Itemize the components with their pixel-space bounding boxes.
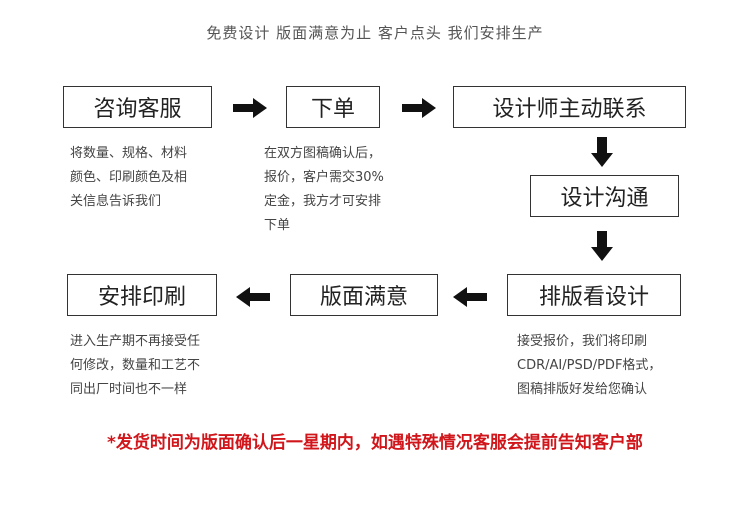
subtitle: 免费设计 版面满意为止 客户点头 我们安排生产 [206, 24, 544, 42]
arrow-left-icon [453, 287, 487, 307]
step-layout-label: 排版看设计 [538, 285, 649, 310]
step-order-box: 下单 [286, 86, 380, 128]
desc-line: 何修改，数量和工艺不 [70, 358, 201, 373]
desc-line: 同出厂时间也不一样 [70, 382, 188, 397]
arrow-down-icon [591, 137, 613, 167]
step-layout-desc: 接受报价，我们将印刷 CDR/AI/PSD/PDF格式， 图稿排版好发给您确认 [517, 330, 661, 402]
step-designer-box: 设计师主动联系 [453, 86, 686, 128]
arrow-right-icon [402, 98, 436, 118]
desc-line: 进入生产期不再接受任 [70, 334, 201, 349]
desc-line: 定金，我方才可安排 [264, 194, 382, 209]
footer-note: *发货时间为版面确认后一星期内，如遇特殊情况客服会提前告知客户部 [107, 433, 643, 453]
step-print-desc: 进入生产期不再接受任 何修改，数量和工艺不 同出厂时间也不一样 [70, 330, 200, 402]
desc-line: 报价，客户需交30% [264, 170, 384, 185]
step-satisfied-box: 版面满意 [290, 274, 438, 316]
step-order-desc: 在双方图稿确认后， 报价，客户需交30% 定金，我方才可安排 下单 [264, 142, 384, 238]
arrow-left-icon [236, 287, 270, 307]
arrow-right-icon [233, 98, 267, 118]
desc-line: 图稿排版好发给您确认 [517, 382, 648, 397]
step-layout-box: 排版看设计 [507, 274, 681, 316]
step-consult-box: 咨询客服 [63, 86, 212, 128]
desc-line: 在双方图稿确认后， [264, 146, 382, 161]
desc-line: CDR/AI/PSD/PDF格式， [517, 358, 662, 373]
desc-line: 接受报价，我们将印刷 [517, 334, 648, 349]
desc-line: 将数量、规格、材料 [70, 146, 188, 161]
step-communicate-box: 设计沟通 [530, 175, 679, 217]
desc-line: 下单 [264, 218, 291, 233]
step-consult-desc: 将数量、规格、材料 颜色、印刷颜色及相 关信息告诉我们 [70, 142, 187, 214]
desc-line: 关信息告诉我们 [70, 194, 162, 209]
step-print-box: 安排印刷 [67, 274, 217, 316]
step-satisfied-label: 版面满意 [319, 285, 408, 310]
step-print-label: 安排印刷 [97, 285, 186, 310]
arrow-down-icon [591, 231, 613, 261]
step-consult-label: 咨询客服 [93, 97, 182, 122]
step-communicate-label: 设计沟通 [560, 186, 649, 211]
desc-line: 颜色、印刷颜色及相 [70, 170, 188, 185]
step-designer-label: 设计师主动联系 [492, 97, 647, 122]
step-order-label: 下单 [310, 97, 355, 122]
